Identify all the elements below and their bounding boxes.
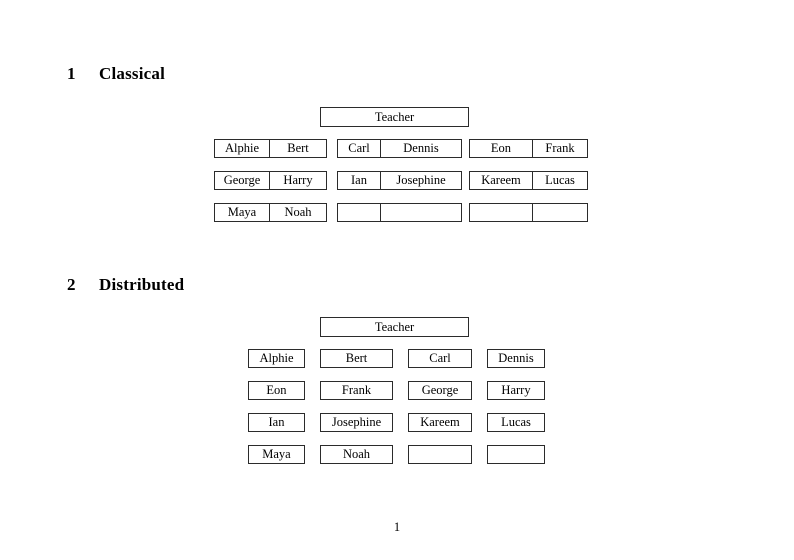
classical-group1-row1: Alphie Bert (214, 139, 327, 158)
table-row: Kareem Lucas (469, 171, 588, 190)
page-number: 1 (393, 520, 401, 534)
distributed-r4-c4 (487, 445, 545, 464)
distributed-r2-c3: George (408, 381, 472, 400)
table-row: Maya (248, 445, 305, 464)
table-row: Carl Dennis (337, 139, 462, 158)
distributed-r4-c3 (408, 445, 472, 464)
table-row: Harry (487, 381, 545, 400)
student-cell: Eon (469, 139, 533, 158)
table-row: Ian Josephine (337, 171, 462, 190)
table-row: Eon (248, 381, 305, 400)
distributed-r3-c3: Kareem (408, 413, 472, 432)
distributed-r4-c2: Noah (320, 445, 393, 464)
table-row: George Harry (214, 171, 327, 190)
student-cell: Lucas (487, 413, 545, 432)
student-cell: Bert (269, 139, 327, 158)
classical-group3-row1: Eon Frank (469, 139, 588, 158)
student-cell: Alphie (214, 139, 270, 158)
table-row: Carl (408, 349, 472, 368)
student-cell: Bert (320, 349, 393, 368)
table-row: Frank (320, 381, 393, 400)
table-row: Teacher (320, 317, 469, 337)
student-cell: Harry (487, 381, 545, 400)
table-row: Noah (320, 445, 393, 464)
table-row: Lucas (487, 413, 545, 432)
student-cell-empty (408, 445, 472, 464)
student-cell-empty (469, 203, 533, 222)
student-cell: Maya (248, 445, 305, 464)
student-cell: Carl (408, 349, 472, 368)
distributed-r1-c4: Dennis (487, 349, 545, 368)
table-row (408, 445, 472, 464)
student-cell: Lucas (532, 171, 588, 190)
teacher-cell: Teacher (320, 107, 469, 127)
section-title-classical: Classical (99, 64, 166, 83)
student-cell: Kareem (408, 413, 472, 432)
student-cell-empty (532, 203, 588, 222)
section-heading-classical: 1 Classical (67, 64, 165, 84)
table-row: Kareem (408, 413, 472, 432)
section-heading-distributed: 2 Distributed (67, 275, 184, 295)
table-row: Alphie Bert (214, 139, 327, 158)
student-cell: George (214, 171, 270, 190)
student-cell-empty (487, 445, 545, 464)
classical-teacher-box: Teacher (320, 107, 469, 127)
classical-group2-row2: Ian Josephine (337, 171, 462, 190)
table-row: Eon Frank (469, 139, 588, 158)
student-cell-empty (337, 203, 381, 222)
student-cell: Maya (214, 203, 270, 222)
table-row (487, 445, 545, 464)
classical-group1-row3: Maya Noah (214, 203, 327, 222)
student-cell: Carl (337, 139, 381, 158)
table-row (337, 203, 462, 222)
distributed-r2-c4: Harry (487, 381, 545, 400)
section-number-distributed: 2 (67, 275, 76, 294)
student-cell: Frank (320, 381, 393, 400)
student-cell: Josephine (380, 171, 462, 190)
student-cell: Ian (337, 171, 381, 190)
distributed-r4-c1: Maya (248, 445, 305, 464)
table-row: Teacher (320, 107, 469, 127)
classical-group3-row2: Kareem Lucas (469, 171, 588, 190)
table-row: Alphie (248, 349, 305, 368)
table-row (469, 203, 588, 222)
student-cell: Dennis (380, 139, 462, 158)
student-cell: Josephine (320, 413, 393, 432)
classical-group2-row1: Carl Dennis (337, 139, 462, 158)
distributed-r3-c4: Lucas (487, 413, 545, 432)
section-title-distributed: Distributed (99, 275, 185, 294)
classical-group3-row3 (469, 203, 588, 222)
distributed-r1-c3: Carl (408, 349, 472, 368)
section-number-classical: 1 (67, 64, 76, 83)
student-cell: Noah (320, 445, 393, 464)
student-cell: Alphie (248, 349, 305, 368)
classical-group1-row2: George Harry (214, 171, 327, 190)
table-row: Ian (248, 413, 305, 432)
student-cell: Dennis (487, 349, 545, 368)
student-cell: Ian (248, 413, 305, 432)
classical-group2-row3 (337, 203, 462, 222)
distributed-r2-c1: Eon (248, 381, 305, 400)
student-cell-empty (380, 203, 462, 222)
student-cell: Eon (248, 381, 305, 400)
distributed-r1-c1: Alphie (248, 349, 305, 368)
table-row: Josephine (320, 413, 393, 432)
table-row: Maya Noah (214, 203, 327, 222)
student-cell: Harry (269, 171, 327, 190)
student-cell: George (408, 381, 472, 400)
student-cell: Noah (269, 203, 327, 222)
table-row: Bert (320, 349, 393, 368)
student-cell: Frank (532, 139, 588, 158)
distributed-teacher-box: Teacher (320, 317, 469, 337)
student-cell: Kareem (469, 171, 533, 190)
table-row: George (408, 381, 472, 400)
distributed-r3-c2: Josephine (320, 413, 393, 432)
distributed-r1-c2: Bert (320, 349, 393, 368)
table-row: Dennis (487, 349, 545, 368)
distributed-r3-c1: Ian (248, 413, 305, 432)
teacher-cell: Teacher (320, 317, 469, 337)
distributed-r2-c2: Frank (320, 381, 393, 400)
